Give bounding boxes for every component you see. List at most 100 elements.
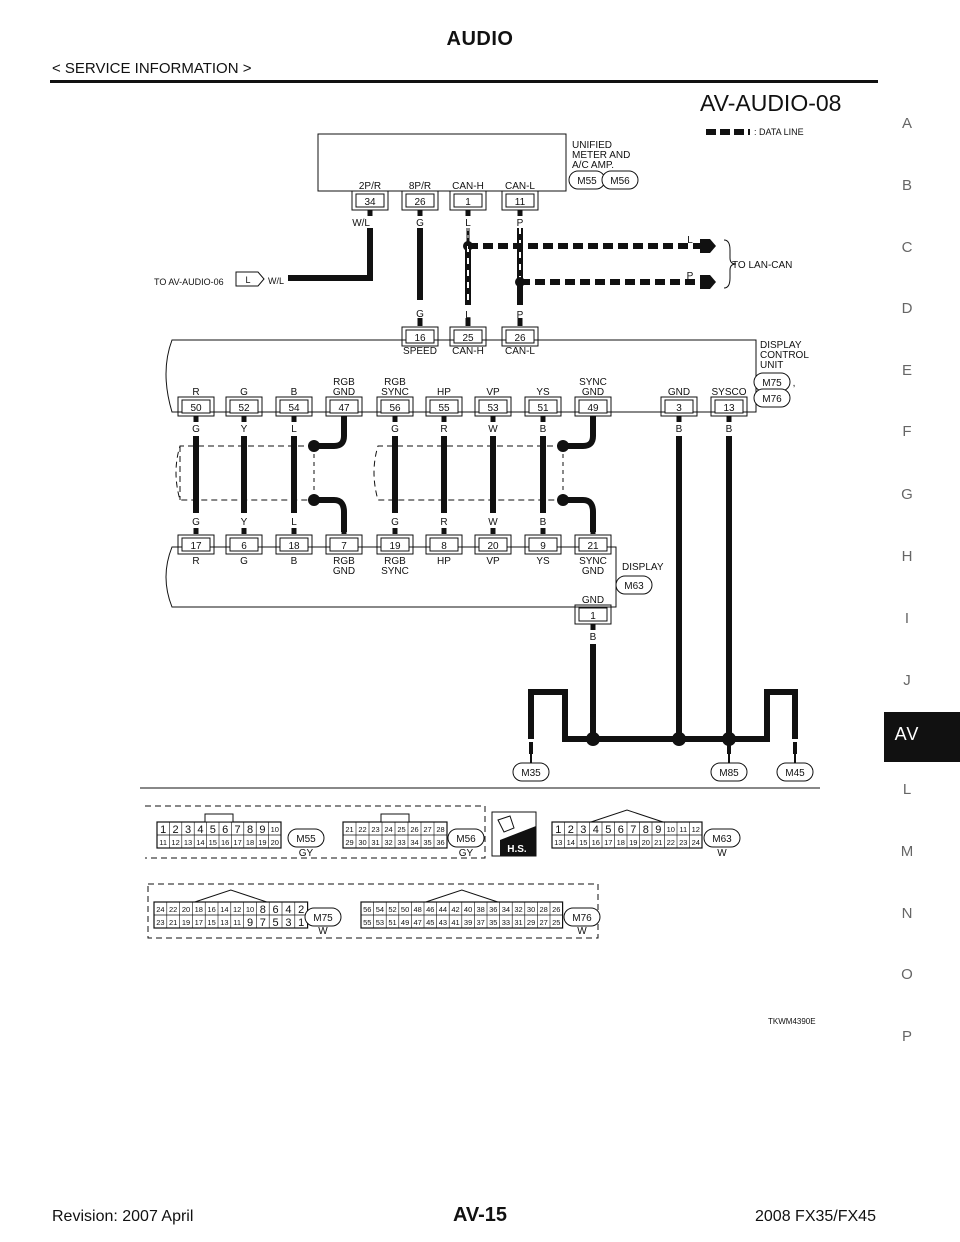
to-lan-l-label: L [687,235,693,246]
section-index-f[interactable]: F [902,423,912,440]
section-index-n[interactable]: N [901,905,913,922]
connector-face-pin: 23 [679,838,687,847]
section-index-l[interactable]: L [902,781,912,798]
connector-face-pin: 14 [567,838,575,847]
to-av-audio-06-label: TO AV-AUDIO-06 [154,277,224,287]
pin-number: 34 [364,197,376,208]
ground-wire-color: B [792,709,799,720]
dcu-pin-function: SYNC [381,387,409,398]
connector-face-pin: 22 [667,838,675,847]
display-pin-function: B [291,556,298,567]
connector-oval [287,828,325,848]
connector-face-pin: 5 [273,917,279,929]
to-lan-p-label: P [687,271,694,282]
pin-box [528,537,558,552]
pin-box [229,537,259,552]
pin-number: 1 [465,197,471,208]
connector-face-pin: 5 [605,824,611,836]
section-index-b[interactable]: B [901,177,912,194]
section-index-g[interactable]: G [901,486,913,503]
connector-face-pin: 20 [182,905,190,914]
display-pin-wire-color: R [440,517,447,528]
connector-oval [447,828,485,848]
connector-face-pin: 46 [426,905,434,914]
connector-face-pin: 17 [604,838,612,847]
pin-number: 1 [590,611,596,622]
dcu-pin-function: SYSCO [711,387,746,398]
pin-number: 3 [676,403,682,414]
connector-oval [703,828,741,848]
section-index-d[interactable]: D [901,300,913,317]
pin-number: 21 [587,541,599,552]
pin-number: 53 [487,403,499,414]
meter-unit-box [317,133,567,192]
display-pin-6: 6 [225,534,263,555]
to-lan-can-label: TO LAN-CAN [732,260,792,271]
display-pin-17: 17 [177,534,215,555]
connector-face-latch [194,889,267,903]
connector-face-pin: 21 [654,838,662,847]
dcu-pin-function: B [291,387,298,398]
ground-connector-m85: M85 [710,762,748,782]
dcu-pin-wire-color: L [291,424,297,435]
connector-face-pin: 7 [630,824,636,836]
section-index-e[interactable]: E [901,362,912,379]
display-pin-function: RGB [333,556,355,567]
dcu-pin-3: 3 [660,396,698,417]
pin-box [279,537,309,552]
connector-face-pin: 37 [477,918,485,927]
connector-face-pin: 34 [410,838,418,847]
pin-box [478,399,508,414]
pin-frame [449,326,487,347]
connector-face-pin: 9 [655,824,661,836]
display-pin-function: GND [582,566,604,577]
display-pin-8: 8 [425,534,463,555]
section-index-j[interactable]: J [903,672,911,689]
connector-face-pin: 1 [555,824,561,836]
connector-oval [710,762,748,782]
active-section-tab[interactable]: AV [884,712,960,762]
meter-connector-m55: M55 [568,170,606,190]
section-index-i[interactable]: I [904,610,910,627]
pin-box [578,399,608,414]
shield-drain-top-syncgnd [567,416,596,449]
meter-pin-26: 26 [401,190,439,211]
section-index-h[interactable]: H [901,548,913,565]
meter-pin-wire-color: L [465,218,471,229]
dcu-pin-function: YS [536,387,550,398]
connector-face-pin: 14 [196,838,204,847]
section-index-a[interactable]: A [901,115,912,132]
pin-box [380,537,410,552]
dcu-pin-wire-color: B [540,424,547,435]
connector-oval [563,907,601,927]
connector-face-pin: 36 [436,838,444,847]
connector-face-pin: 53 [376,918,384,927]
connector-face-pin: 1 [160,824,166,836]
section-index-p[interactable]: P [901,1028,912,1045]
dcu-pin-wire-color: G [391,424,399,435]
connector-face-pin: 4 [593,824,599,836]
dcu-pin-wire-color: B [676,424,683,435]
meter-pin-34: 34 [351,190,389,211]
meter-connector-m56: M56 [601,170,639,190]
connector-face-pin: 16 [221,838,229,847]
section-index-m[interactable]: M [900,843,914,860]
connector-face-pin: 16 [592,838,600,847]
meter-unit-name: METER AND [572,150,630,161]
section-index-c[interactable]: C [901,239,913,256]
pin-number: 16 [414,333,426,344]
ground-connector-m45: M45 [776,762,814,782]
section-index-o[interactable]: O [901,966,913,983]
dcu-pin-function: R [192,387,199,398]
connector-face-pin: 7 [260,917,266,929]
connector-face-pin: 6 [222,824,228,836]
connector-face-color: W [717,848,727,859]
meter-pin-wire-color: W/L [352,218,370,229]
connector-face-color: GY [299,848,314,859]
pin-frame [376,534,414,555]
connector-face-color: W [577,926,587,937]
pin-number: 50 [190,403,202,414]
connector-face-pin: 22 [169,905,177,914]
pin-box [528,399,558,414]
pin-box [429,537,459,552]
